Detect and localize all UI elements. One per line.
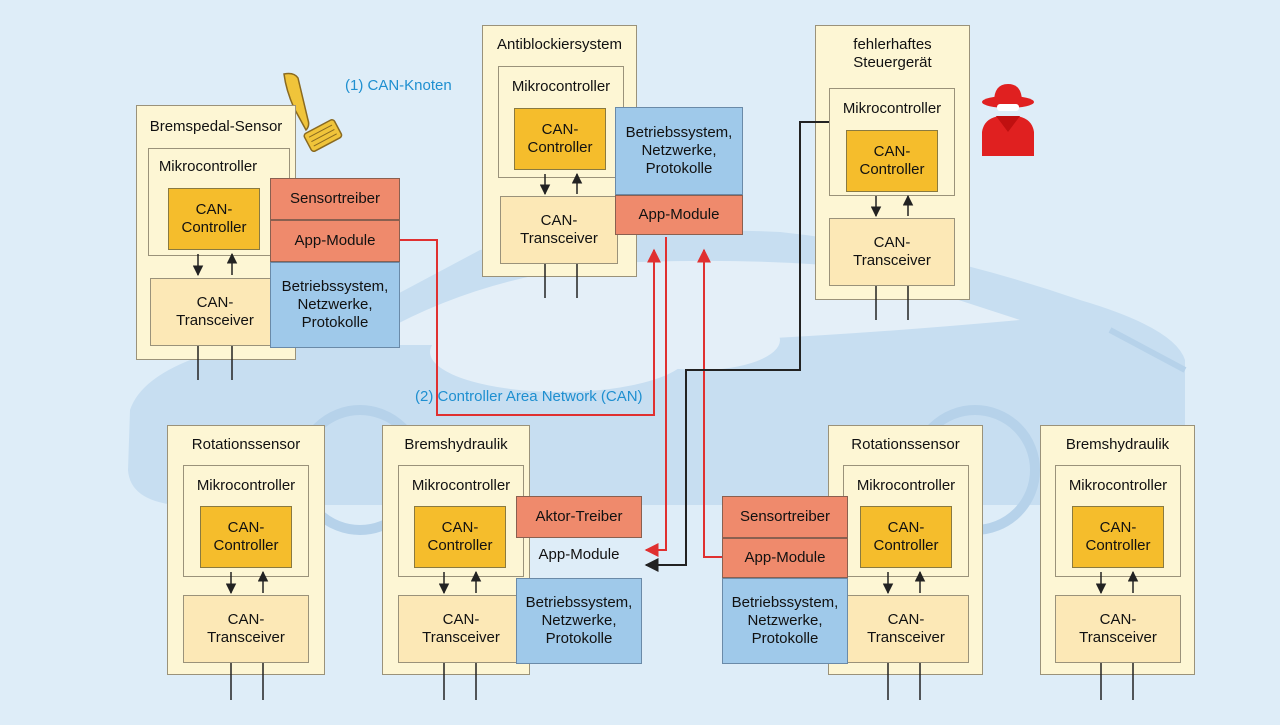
app-module-label: App-Module	[538, 546, 620, 563]
can-transceiver: CAN- Transceiver	[183, 595, 309, 663]
node-title: Rotationssensor	[191, 436, 301, 453]
app-module: App-Module	[615, 195, 743, 235]
can-node-caption: (1) CAN-Knoten	[345, 77, 452, 94]
can-controller: CAN- Controller	[200, 506, 292, 568]
os-network-protocol-module: Betriebssystem, Netzwerke, Protokolle	[516, 578, 642, 664]
can-controller: CAN- Controller	[414, 506, 506, 568]
can-controller: CAN- Controller	[1072, 506, 1164, 568]
can-controller: CAN- Controller	[846, 130, 938, 192]
can-network-caption: (2) Controller Area Network (CAN)	[415, 388, 643, 405]
sensor-driver-module: Sensortreiber	[722, 496, 848, 538]
actuator-driver-module: Aktor-Treiber	[516, 496, 642, 538]
app-module: App-Module	[722, 538, 848, 578]
microcontroller-label: Mikrocontroller	[511, 78, 611, 95]
can-transceiver: CAN- Transceiver	[150, 278, 280, 346]
node-title: Antiblockiersystem	[496, 36, 623, 53]
microcontroller-label: Mikrocontroller	[411, 477, 511, 494]
brake-pedal-icon	[283, 72, 343, 153]
microcontroller-label: Mikrocontroller	[1068, 477, 1168, 494]
node-title: Rotationssensor	[851, 436, 960, 453]
can-transceiver: CAN- Transceiver	[829, 218, 955, 286]
microcontroller-label: Mikrocontroller	[196, 477, 296, 494]
can-controller: CAN- Controller	[514, 108, 606, 170]
node-title: Bremshydraulik	[404, 436, 508, 453]
can-controller: CAN- Controller	[168, 188, 260, 250]
os-network-protocol-module: Betriebssystem, Netzwerke, Protokolle	[615, 107, 743, 195]
hacker-icon	[982, 84, 1034, 156]
os-network-protocol-module: Betriebssystem, Netzwerke, Protokolle	[270, 262, 400, 348]
node-title: fehlerhaftes Steuergerät	[853, 36, 932, 72]
microcontroller-label: Mikrocontroller	[842, 100, 942, 117]
os-network-protocol-module: Betriebssystem, Netzwerke, Protokolle	[722, 578, 848, 664]
node-title: Bremshydraulik	[1065, 436, 1170, 453]
microcontroller-label: Mikrocontroller	[158, 158, 258, 175]
sensor-driver-module: Sensortreiber	[270, 178, 400, 220]
microcontroller-label: Mikrocontroller	[856, 477, 956, 494]
can-transceiver: CAN- Transceiver	[398, 595, 524, 663]
node-title: Bremspedal-Sensor	[149, 118, 283, 135]
can-transceiver: CAN- Transceiver	[1055, 595, 1181, 663]
can-controller: CAN- Controller	[860, 506, 952, 568]
can-transceiver: CAN- Transceiver	[843, 595, 969, 663]
app-module: App-Module	[270, 220, 400, 262]
can-transceiver: CAN- Transceiver	[500, 196, 618, 264]
